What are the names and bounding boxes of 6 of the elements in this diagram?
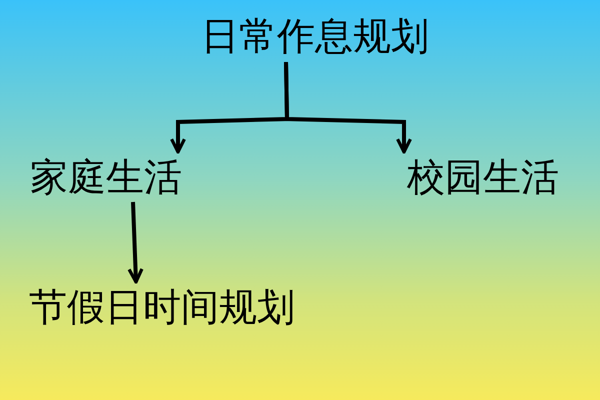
node-label: 节假日时间规划 xyxy=(14,282,310,332)
arrow xyxy=(128,202,144,284)
node-label: 家庭生活 xyxy=(18,152,194,202)
arrow xyxy=(284,62,412,154)
node-label: 校园生活 xyxy=(396,152,570,202)
node-label: 日常作息规划 xyxy=(188,10,442,62)
